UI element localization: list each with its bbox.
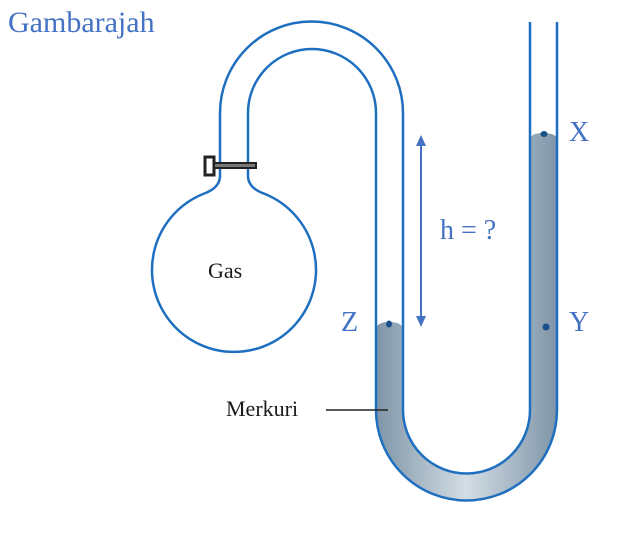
point-x-dot [540,131,548,137]
tap-stem [213,162,257,169]
point-z-dot [386,320,392,328]
tap-handle [203,155,216,177]
tube-wall-outer [218,20,532,475]
gas-bulb [150,175,318,354]
point-x-label: X [569,117,590,148]
gas-label: Gas [208,258,243,283]
point-y-dot [542,323,550,331]
point-y-label: Y [569,307,590,338]
point-z-label: Z [341,307,359,338]
diagram-title: Gambarajah [8,6,155,39]
tube-wall-inner [246,22,559,502]
height-arrow [416,135,426,327]
height-label: h = ? [440,215,497,246]
mercury-label: Merkuri [226,396,299,421]
